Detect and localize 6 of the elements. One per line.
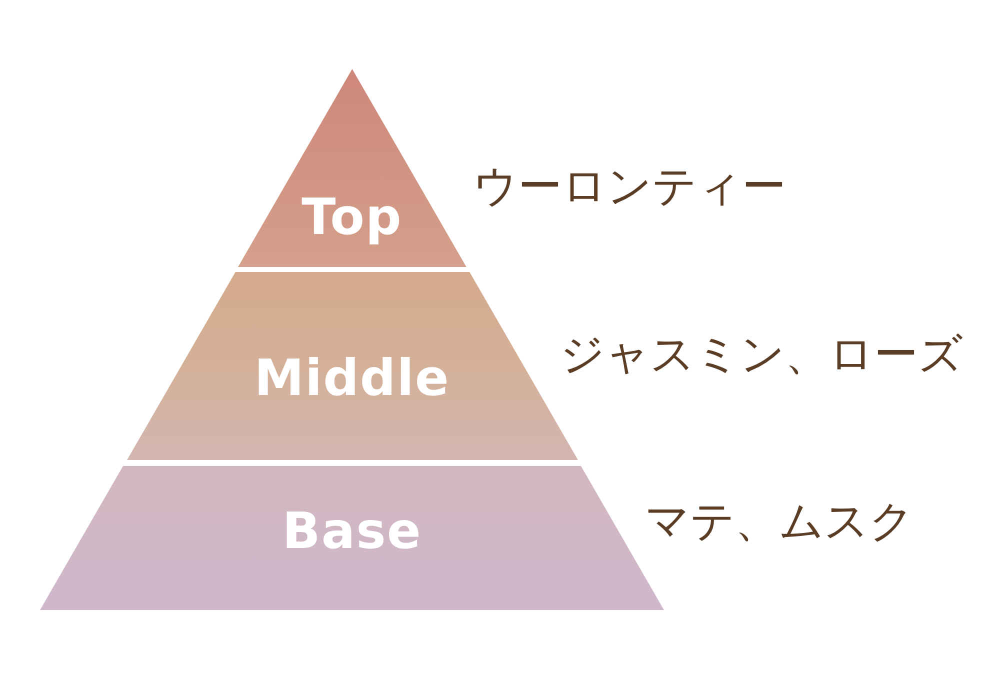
note-label: マテ、ムスク bbox=[645, 500, 914, 544]
tier-label: Middle bbox=[254, 353, 450, 403]
note-label: ジャスミン、ローズ bbox=[560, 333, 963, 377]
tier-label: Top bbox=[302, 192, 402, 242]
tier-label: Base bbox=[282, 506, 422, 556]
note-label: ウーロンティー bbox=[472, 165, 786, 209]
